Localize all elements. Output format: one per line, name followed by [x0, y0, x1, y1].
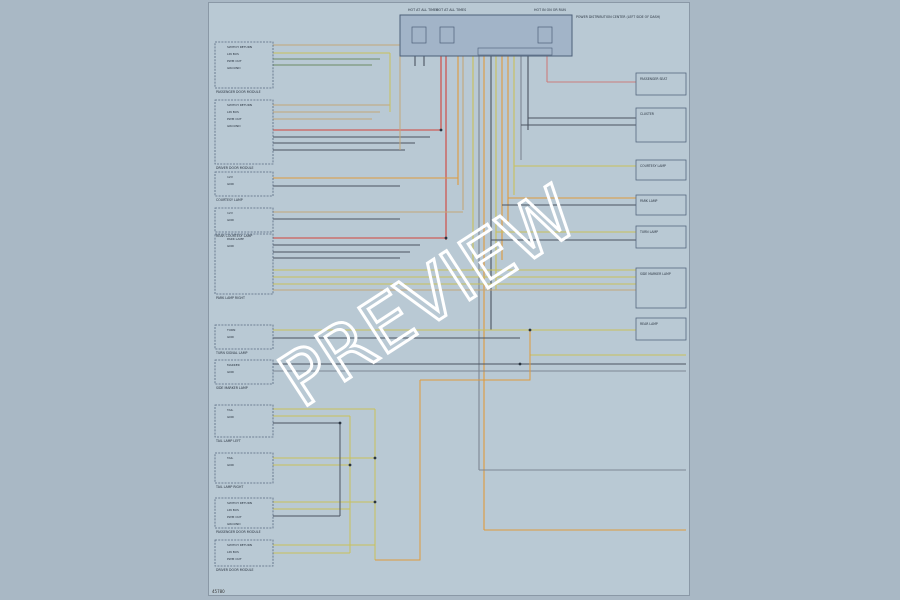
pin-label: LIN BUS	[227, 550, 239, 554]
left-component-name: TURN SIGNAL LAMP	[215, 351, 247, 355]
right-component-name: SIDE MARKER LAMP	[640, 272, 671, 276]
pin-label: 12V	[227, 211, 234, 215]
right-component	[635, 159, 687, 181]
wiring-diagram-page	[208, 2, 690, 596]
left-component	[214, 359, 274, 385]
left-component	[214, 171, 274, 197]
pin-label: GND	[227, 335, 235, 339]
collector-wire	[420, 330, 531, 381]
left-component	[214, 99, 274, 165]
pin-label: GND	[227, 218, 235, 222]
left-component-name: DRIVER DOOR MODULE	[216, 568, 254, 572]
left-component-name: TAIL LAMP LEFT	[215, 439, 241, 443]
right-component	[635, 194, 687, 216]
right-component-name: REAR LAMP	[640, 322, 658, 326]
splice	[528, 328, 532, 332]
splice	[348, 463, 352, 467]
right-component-name: COURTESY LAMP	[640, 164, 666, 168]
pin-label: GND	[227, 370, 235, 374]
right-component-name: PASSENGER SEAT	[640, 77, 667, 81]
right-component	[635, 72, 687, 96]
fuse-power-label: HOT AT ALL TIMES	[408, 8, 438, 12]
connector-block	[477, 47, 553, 56]
splice	[373, 500, 377, 504]
pin-label: GROUND	[227, 66, 241, 70]
pin-label: PWM OUT	[227, 557, 242, 561]
pin-label: GND	[227, 415, 235, 419]
left-component	[214, 452, 274, 484]
left-component	[214, 41, 274, 89]
pin-label: SWITCH RETURN	[227, 501, 252, 505]
right-component	[635, 317, 687, 341]
pin-label: TURN	[226, 328, 235, 332]
pin-label: GND	[227, 244, 235, 248]
left-component-name: PASSENGER DOOR MODULE	[216, 530, 261, 534]
right-component	[635, 225, 687, 249]
left-component-name: DRIVER DOOR MODULE	[216, 166, 254, 170]
fuse	[537, 26, 553, 44]
left-component	[214, 233, 274, 295]
left-component	[214, 324, 274, 350]
pin-label: MARKER	[227, 363, 240, 367]
splice	[439, 128, 443, 132]
right-component	[635, 267, 687, 309]
pin-label: SWITCH RETURN	[227, 45, 252, 49]
left-component-name: SIDE MARKER LAMP	[216, 386, 248, 390]
left-component	[214, 404, 274, 438]
fuse-power-label: HOT IN ON OR RUN	[534, 8, 566, 12]
fuse-power-label: HOT AT ALL TIMES	[436, 8, 466, 12]
pin-label: 12V	[227, 175, 234, 179]
fuse	[411, 26, 427, 44]
pin-label: GND	[227, 463, 235, 467]
pin-label: TAIL	[226, 408, 234, 412]
splice	[373, 456, 377, 460]
pin-label: SWITCH RETURN	[227, 103, 252, 107]
fuse	[439, 26, 455, 44]
right-component	[635, 107, 687, 143]
pin-label: GROUND	[227, 124, 241, 128]
pin-label: LIN BUS	[227, 110, 239, 114]
pin-label: PARK LAMP	[227, 237, 244, 241]
splice	[338, 421, 342, 425]
pin-label: GROUND	[227, 522, 241, 526]
fuse-box	[399, 14, 573, 57]
left-component-name: REAR COURTESY LAMP	[216, 234, 252, 238]
right-component-name: TURN LAMP	[639, 230, 658, 234]
splice	[444, 236, 448, 240]
splice	[518, 362, 522, 366]
left-component	[214, 207, 274, 233]
pin-label: PWM OUT	[227, 59, 242, 63]
page-id: 45780	[212, 589, 225, 594]
pin-label: SWITCH RETURN	[227, 543, 252, 547]
pin-label: LIN BUS	[227, 508, 239, 512]
right-component-name: PARK LAMP	[640, 199, 658, 203]
right-component-name: CLUSTER	[640, 112, 655, 116]
left-component-name: TAIL LAMP RIGHT	[215, 485, 243, 489]
pin-label: TAIL	[226, 456, 234, 460]
collector-wire	[375, 380, 421, 561]
pin-label: PWM OUT	[227, 117, 242, 121]
left-component-name: PASSENGER DOOR MODULE	[216, 90, 261, 94]
pin-label: PWM OUT	[227, 515, 242, 519]
left-component	[214, 497, 274, 529]
pin-label: LIN BUS	[227, 52, 239, 56]
left-component-name: PARK LAMP RIGHT	[216, 296, 245, 300]
wire-layer	[273, 44, 686, 561]
fuse-box-label: POWER DISTRIBUTION CENTER (LEFT SIDE OF …	[576, 15, 660, 19]
left-component	[214, 539, 274, 567]
pin-label: GND	[227, 182, 235, 186]
left-component-name: COURTESY LAMP	[216, 198, 243, 202]
